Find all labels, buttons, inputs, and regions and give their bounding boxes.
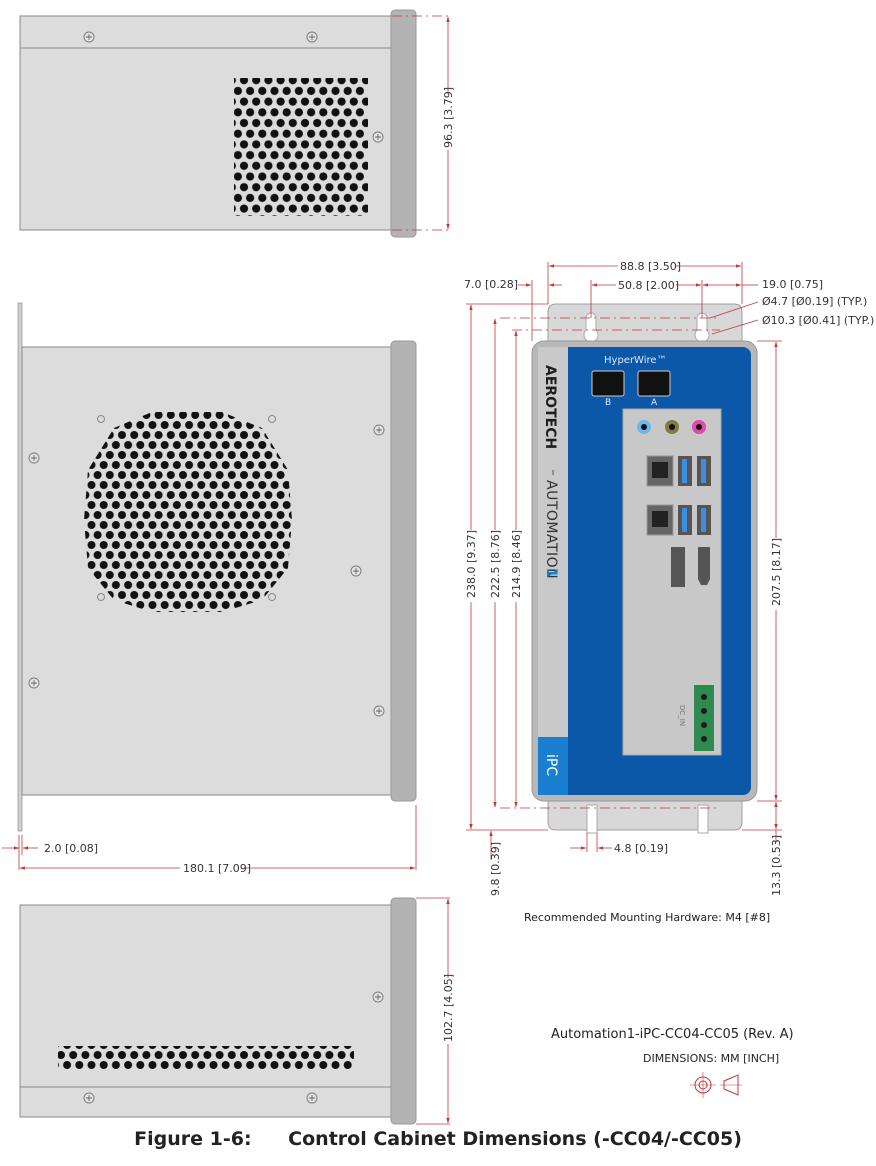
height-slot-centers-dim: 214.9 [8.46] — [510, 530, 523, 598]
model-label: iPC — [543, 754, 559, 776]
svg-text:1: 1 — [543, 568, 559, 578]
side-view: 2.0 [0.08] 180.1 [7.09] — [2, 302, 417, 875]
product-name: AUTOMATION — [543, 480, 559, 579]
screw-icon — [372, 131, 384, 143]
units-note: DIMENSIONS: MM [INCH] — [643, 1052, 780, 1065]
top-height-dim: 96.3 [3.79] — [442, 87, 455, 148]
screw-icon — [83, 31, 95, 43]
figure-caption: Figure 1-6: Control Cabinet Dimensions (… — [0, 1128, 876, 1150]
vent-slots — [58, 1046, 354, 1070]
right-offset-dim: 19.0 [0.75] — [762, 278, 823, 291]
slot-large-dim: Ø10.3 [Ø0.41] (TYP.) — [762, 314, 874, 327]
bottom-offset-right-dim: 13.3 [0.53] — [770, 835, 783, 896]
height-slots-dim: 222.5 [8.76] — [489, 530, 502, 598]
hyperwire-label: HyperWire™ — [604, 355, 667, 366]
figure-title: Control Cabinet Dimensions (-CC04/-CC05) — [288, 1128, 742, 1150]
hyperwire-port-a — [637, 370, 671, 397]
bottom-height-dim: 102.7 [4.05] — [442, 974, 455, 1042]
depth-dim: 180.1 [7.09] — [183, 862, 251, 875]
top-view: 96.3 [3.79] — [19, 9, 455, 238]
brand-logo: AEROTECH — [542, 365, 558, 449]
hyperwire-port-b — [591, 370, 625, 397]
figure-number: Figure 1-6: — [134, 1128, 252, 1150]
height-total-dim: 238.0 [9.37] — [465, 530, 478, 598]
svg-text:B: B — [605, 398, 611, 408]
bottom-offset-left-dim: 9.8 [0.39] — [489, 842, 502, 896]
dc-power-connector — [694, 685, 714, 751]
width-total-dim: 88.8 [3.50] — [620, 260, 681, 273]
bottom-view: 102.7 [4.05] — [19, 897, 455, 1125]
slot-small-dim: Ø4.7 [Ø0.19] (TYP.) — [762, 295, 867, 308]
displayport-port — [671, 547, 685, 587]
slot-width-dim: 4.8 [0.19] — [614, 842, 668, 855]
left-offset-dim: 7.0 [0.28] — [464, 278, 518, 291]
third-angle-projection-icon — [690, 1072, 742, 1098]
drawing-id: Automation1-iPC-CC04-CC05 (Rev. A) — [551, 1027, 794, 1042]
svg-text:A: A — [651, 398, 658, 408]
mounting-hardware-note: Recommended Mounting Hardware: M4 [#8] — [524, 911, 771, 924]
hdmi-port — [698, 547, 710, 585]
hole-spacing-dim: 50.8 [2.00] — [618, 279, 679, 292]
flange-dim: 2.0 [0.08] — [44, 842, 98, 855]
height-body-dim: 207.5 [8.17] — [770, 538, 783, 606]
svg-text:DC_IN: DC_IN — [678, 705, 686, 726]
screw-icon — [306, 31, 318, 43]
front-view: AEROTECH AUTOMATION 1 iPC HyperWire™ B A — [464, 259, 874, 896]
